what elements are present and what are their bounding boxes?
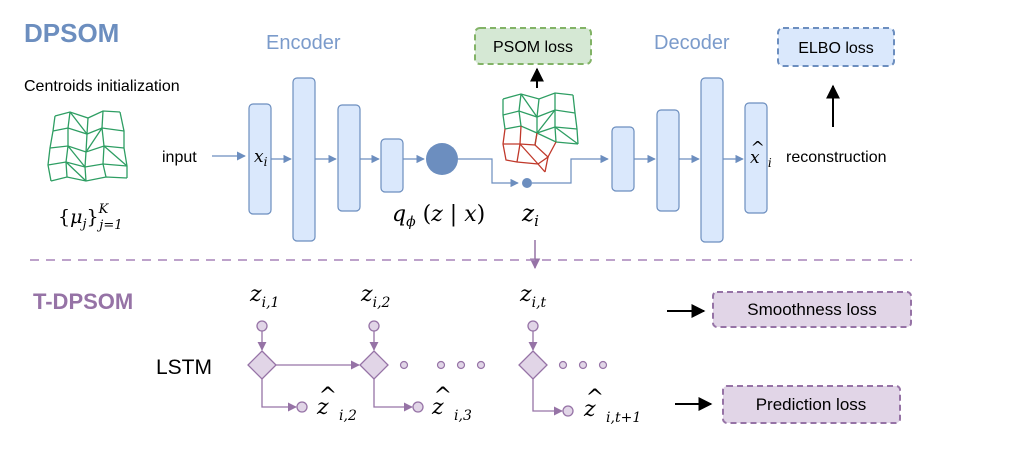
latent-distribution-node xyxy=(426,143,458,175)
z-input-t: zi,t xyxy=(519,282,547,311)
decoder-layer-2 xyxy=(656,109,680,212)
lstm-cells xyxy=(247,350,548,380)
z-pred-2: z^i,2 xyxy=(316,384,357,424)
z-i-label: zi xyxy=(521,201,539,230)
input-label: input xyxy=(162,149,197,166)
elbo-loss-label: ELBO loss xyxy=(798,40,874,57)
som-grid-icon xyxy=(502,92,579,173)
decoder-network xyxy=(611,77,768,243)
encoder-layer-2 xyxy=(337,104,361,212)
lstm-label: LSTM xyxy=(156,356,212,379)
prediction-loss-box: Prediction loss xyxy=(722,385,901,424)
elbo-loss-box: ELBO loss xyxy=(777,27,895,67)
lstm-connections xyxy=(257,331,563,416)
q-phi-label: qϕ (z | x) xyxy=(392,202,485,230)
decoder-output-layer xyxy=(744,102,768,214)
z-to-decoder-arrow xyxy=(532,154,609,184)
lstm-prediction-nodes xyxy=(296,401,574,417)
decoder-label: Decoder xyxy=(654,32,730,54)
z-i-node xyxy=(522,178,532,188)
z-input-1: zi,1 xyxy=(249,282,279,311)
encoder-label: Encoder xyxy=(266,32,341,54)
centroids-grid-icon xyxy=(47,110,128,182)
ellipsis-dots xyxy=(399,360,608,370)
reconstruction-label: reconstruction xyxy=(786,149,887,166)
smoothness-loss-box: Smoothness loss xyxy=(712,291,912,328)
psom-loss-label: PSOM loss xyxy=(493,39,573,56)
lstm-cell-1 xyxy=(247,350,277,380)
dpsom-title: DPSOM xyxy=(24,18,119,48)
decoder-layer-3 xyxy=(700,77,724,243)
lstm-input-nodes xyxy=(256,320,539,332)
psom-loss-box: PSOM loss xyxy=(474,27,592,65)
encoder-layer-1 xyxy=(292,77,316,242)
smoothness-loss-label: Smoothness loss xyxy=(747,300,876,319)
z-pred-t1: z^i,t+1 xyxy=(583,386,641,426)
decoder-layer-1 xyxy=(611,126,635,192)
z-input-2: zi,2 xyxy=(360,282,391,311)
sample-arrow xyxy=(458,158,519,188)
lstm-cell-2 xyxy=(359,350,389,380)
encoder-layer-3 xyxy=(380,138,404,193)
prediction-loss-label: Prediction loss xyxy=(756,395,867,414)
lstm-cell-t xyxy=(518,350,548,380)
z-pred-3: z^i,3 xyxy=(431,384,472,424)
encoder-network xyxy=(248,77,404,242)
centroids-label: Centroids initialization xyxy=(24,78,180,95)
tdpsom-title: T-DPSOM xyxy=(33,289,133,314)
